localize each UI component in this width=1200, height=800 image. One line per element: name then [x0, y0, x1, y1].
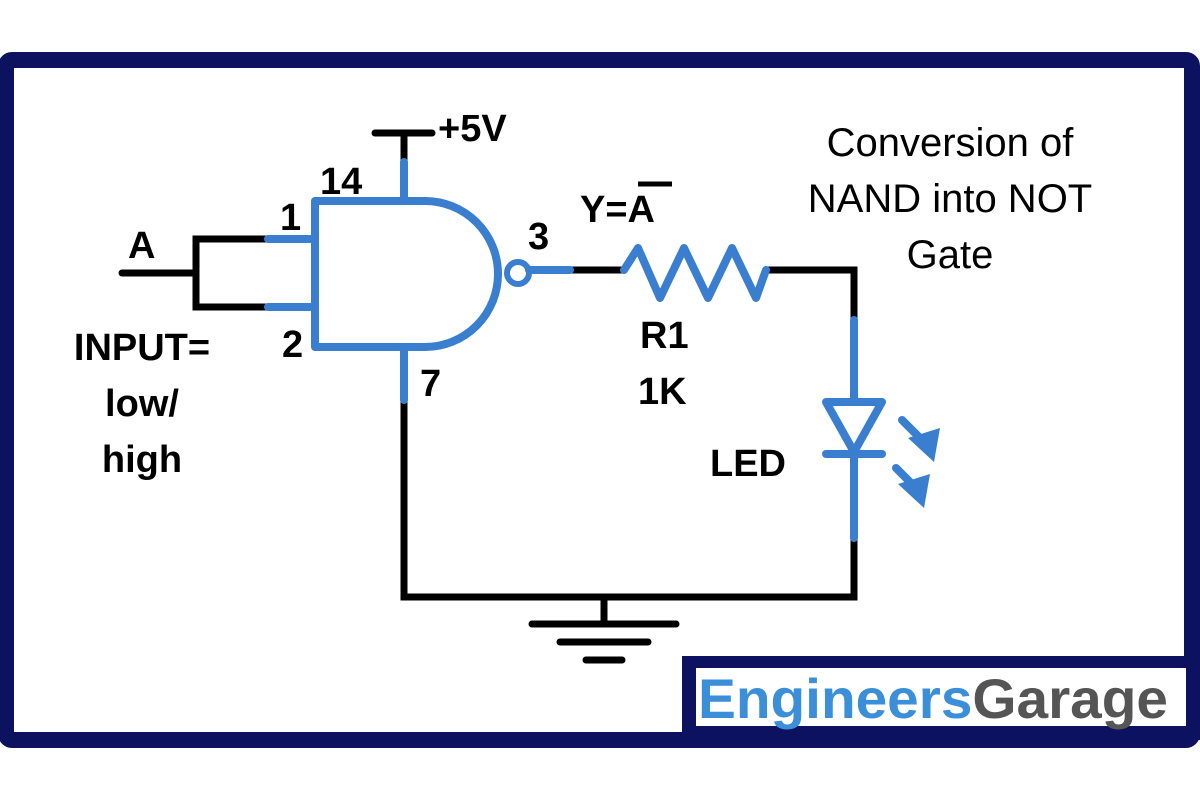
brand-part2: Garage [972, 667, 1168, 730]
supply-label: +5V [438, 108, 507, 150]
resistor-value-label: 1K [638, 371, 687, 413]
title-line3: Gate [907, 233, 994, 277]
output-variable: A [628, 189, 655, 231]
input-desc-line3: high [102, 439, 182, 481]
title-line2: NAND into NOT [808, 177, 1093, 221]
resistor-r1 [620, 244, 770, 302]
pin-2-label: 2 [282, 324, 303, 366]
input-name-label: A [128, 225, 155, 267]
led-light-arrow-upper [908, 428, 940, 462]
brand-logo: EngineersGarage [698, 667, 1168, 730]
nand-gate [264, 158, 502, 404]
pin-14-label: 14 [320, 161, 362, 203]
output-expression: Y=A [580, 189, 655, 231]
resistor-name-label: R1 [640, 315, 689, 357]
led-label: LED [710, 443, 786, 485]
pin-1-label: 1 [280, 197, 301, 239]
black-wiring [118, 129, 858, 664]
output-prefix: Y= [580, 189, 628, 231]
led-light-arrow-lower [898, 474, 930, 508]
title-line1: Conversion of [827, 121, 1075, 165]
input-desc-line1: INPUT= [74, 327, 210, 369]
brand-inner [696, 668, 1186, 726]
led-symbol [822, 316, 930, 542]
input-desc-line2: low/ [105, 383, 179, 425]
pin-3-label: 3 [528, 216, 549, 258]
pin-7-label: 7 [420, 363, 441, 405]
brand-part1: Engineers [698, 667, 972, 730]
inverter-bubble [504, 259, 532, 287]
frame-border [0, 52, 1200, 748]
